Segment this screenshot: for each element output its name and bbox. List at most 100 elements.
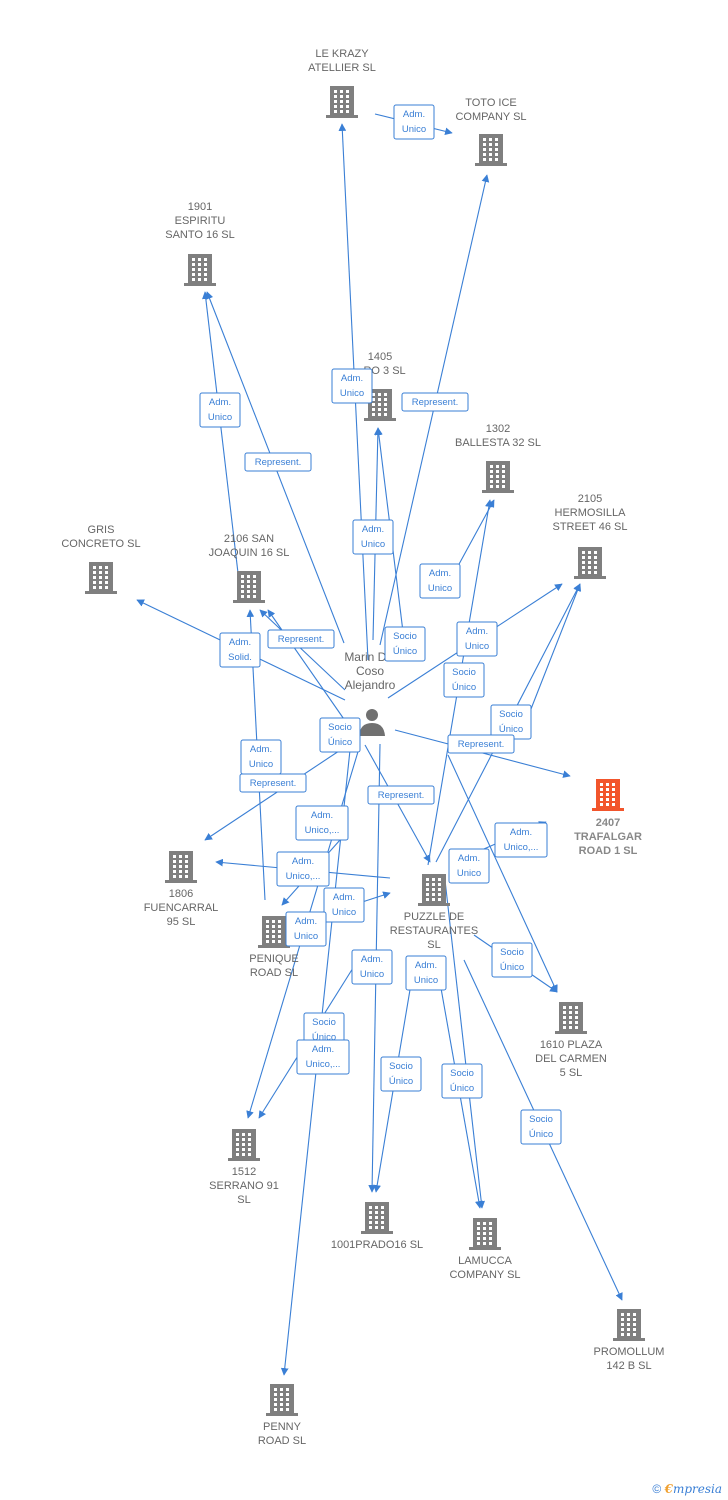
company-name-label[interactable]: ROAD SL (250, 967, 298, 979)
company-building-icon[interactable] (574, 547, 606, 579)
company-name-label[interactable]: DEL CARMEN (535, 1053, 607, 1065)
relation-type-badge[interactable]: Adm.Unico (331, 368, 373, 404)
company-name-label[interactable]: 1806 (169, 888, 193, 900)
company-name-label[interactable]: LE KRAZY (315, 48, 369, 60)
company-building-icon[interactable] (184, 254, 216, 286)
relation-type-badge[interactable]: Adm.Unico (199, 392, 241, 428)
company-building-icon[interactable] (233, 571, 265, 603)
company-building-icon[interactable] (613, 1309, 645, 1341)
company-building-icon[interactable] (555, 1002, 587, 1034)
company-name-label[interactable]: SL (237, 1194, 250, 1206)
company-name-label[interactable]: FUENCARRAL (144, 902, 219, 914)
empresia-logo[interactable]: €mpresia (664, 1482, 722, 1496)
company-building-icon[interactable] (361, 1202, 393, 1234)
relation-type-badge[interactable]: Represent. (447, 734, 515, 754)
company-building-icon[interactable] (418, 874, 450, 906)
company-name-label[interactable]: 5 SL (560, 1067, 583, 1079)
company-name-label[interactable]: LAMUCCA (458, 1255, 512, 1267)
company-name-label[interactable]: COMPANY SL (449, 1269, 520, 1281)
company-building-icon[interactable] (228, 1129, 260, 1161)
company-name-label[interactable]: 2105 (578, 493, 602, 505)
company-name-label[interactable]: PENNY (263, 1421, 302, 1433)
company-name-label[interactable]: STREET 46 SL (553, 521, 628, 533)
relation-type-badge[interactable]: Adm.Unico (240, 739, 282, 775)
company-name-label[interactable]: 1405 (368, 351, 392, 363)
company-name-label[interactable]: HERMOSILLA (555, 507, 627, 519)
company-name-label[interactable]: RESTAURANTES (390, 925, 478, 937)
relation-type-badge[interactable]: Adm.Unico,... (276, 851, 330, 887)
relation-type-badge[interactable]: Adm.Unico (419, 563, 461, 599)
company-name-label[interactable]: ROAD 1 SL (579, 845, 638, 857)
relation-edge (444, 879, 486, 1209)
company-building-icon[interactable] (475, 134, 507, 166)
company-name-label[interactable]: PENIQUE (249, 953, 299, 965)
relation-type-badge[interactable]: Adm.Unico (352, 519, 394, 555)
relation-type-badge[interactable]: Adm.Unico (285, 911, 327, 947)
relation-type-badge[interactable]: Represent. (267, 629, 335, 649)
company-name-label[interactable]: SERRANO 91 (209, 1180, 279, 1192)
company-name-label[interactable]: TRAFALGAR (574, 831, 642, 843)
company-name-label[interactable]: 142 B SL (606, 1360, 651, 1372)
nodes-layer: LE KRAZY ATELLIER SL TOTO ICE COMPANY SL 190… (61, 48, 664, 1447)
person-name-label[interactable]: Marin Del (344, 650, 395, 664)
company-name-label[interactable]: 95 SL (167, 916, 196, 928)
person-icon[interactable] (359, 709, 385, 736)
company-name-label[interactable]: TOTO ICE (465, 97, 517, 109)
company-name-label[interactable]: BALLESTA 32 SL (455, 437, 541, 449)
relation-edge (201, 291, 241, 591)
relation-type-badge[interactable]: Adm.Unico (448, 848, 490, 884)
relation-type-badge[interactable]: Adm.Unico (405, 955, 447, 991)
company-building-icon[interactable] (258, 916, 290, 948)
company-name-label[interactable]: 1001PRADO16 SL (331, 1239, 423, 1251)
company-name-label[interactable]: SANTO 16 SL (165, 229, 235, 241)
relation-type-badge[interactable]: Represent. (367, 785, 435, 805)
relation-type-badge[interactable]: Adm.Unico (351, 949, 393, 985)
company-building-icon[interactable] (592, 779, 624, 811)
company-name-label[interactable]: 2106 SAN (224, 533, 274, 545)
company-name-label[interactable]: ATELLIER SL (308, 62, 376, 74)
company-building-icon[interactable] (165, 851, 197, 883)
company-name-label[interactable]: 1901 (188, 201, 212, 213)
company-name-label[interactable]: 1302 (486, 423, 510, 435)
company-building-icon[interactable] (85, 562, 117, 594)
relation-type-badge[interactable]: Represent. (401, 392, 469, 412)
relation-type-badge[interactable]: Adm.Unico (456, 621, 498, 657)
company-name-label[interactable]: CONCRETO SL (61, 538, 140, 550)
relation-type-badge[interactable]: Adm.Unico (393, 104, 435, 140)
relation-type-badge[interactable]: Represent. (244, 452, 312, 472)
company-name-label[interactable]: SL (427, 939, 440, 951)
relation-type-badge[interactable]: Adm.Solid. (219, 632, 261, 668)
company-name-label[interactable]: 1610 PLAZA (540, 1039, 603, 1051)
company-building-icon[interactable] (469, 1218, 501, 1250)
relation-type-text: Adm. (361, 954, 383, 965)
company-building-icon[interactable] (266, 1384, 298, 1416)
company-name-label[interactable]: 2407 (596, 817, 620, 829)
company-name-label[interactable]: GRIS (88, 524, 115, 536)
relation-type-text: Unico (428, 583, 452, 594)
company-building-icon[interactable] (482, 461, 514, 493)
relation-type-badge[interactable]: Represent. (239, 773, 307, 793)
relation-edge (259, 609, 346, 691)
company-name-label[interactable]: 1512 (232, 1166, 256, 1178)
relation-type-badge[interactable]: Adm.Unico,... (296, 1039, 350, 1075)
relation-type-badge[interactable]: Adm.Unico,... (295, 805, 349, 841)
relation-type-badge[interactable]: Adm.Unico (323, 887, 365, 923)
company-name-label[interactable]: PUZZLE DE (404, 911, 465, 923)
company-name-label[interactable]: JOAQUIN 16 SL (209, 547, 290, 559)
company-name-label[interactable]: ROAD SL (258, 1435, 306, 1447)
company-name-label[interactable]: ESPIRITU (175, 215, 226, 227)
company-building-icon[interactable] (326, 86, 358, 118)
person-name-label[interactable]: Coso (356, 664, 384, 678)
person-name-label[interactable]: Alejandro (345, 678, 396, 692)
company-name-label[interactable]: PROMOLLUM (594, 1346, 665, 1358)
relation-type-badge[interactable]: Adm.Unico,... (494, 822, 548, 858)
company-name-label[interactable]: COMPANY SL (455, 111, 526, 123)
